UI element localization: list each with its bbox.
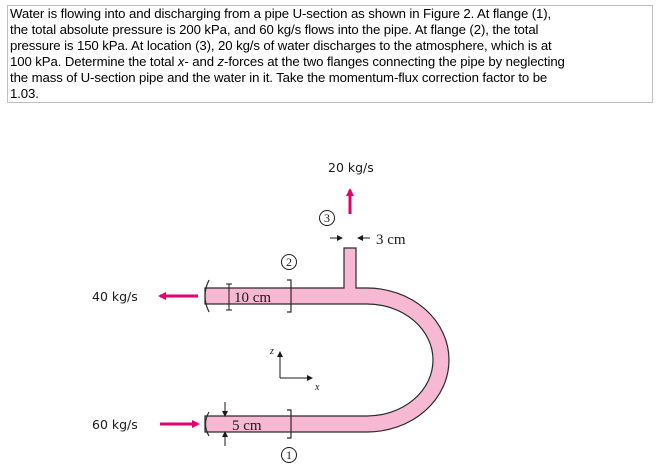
station-1-marker: 1 — [281, 447, 297, 463]
flange-2-upper — [287, 279, 292, 313]
problem-line-6: 1.03. — [10, 86, 39, 101]
problem-line-3: pressure is 150 kPa. At location (3), 20… — [10, 38, 552, 53]
flange-1-lower — [287, 409, 292, 439]
dim-10cm: 10 cm — [234, 290, 271, 306]
flow-top-label: 20 kg/s — [328, 160, 374, 175]
dim-5cm: 5 cm — [232, 418, 262, 434]
inlet-cap-upper — [204, 279, 210, 313]
coordinate-axes: z x — [269, 346, 320, 393]
dim-3cm: 3 cm — [376, 232, 406, 248]
flow-upper-label: 40 kg/s — [92, 289, 138, 304]
problem-statement: Water is flowing into and discharging fr… — [7, 5, 653, 103]
problem-line-4-end: -forces at the two flanges connecting th… — [224, 54, 565, 69]
u-pipe — [204, 247, 450, 433]
station-2-label: 2 — [286, 255, 292, 269]
problem-line-5: the mass of U-section pipe and the water… — [10, 70, 548, 85]
flow-lower-label: 60 kg/s — [92, 417, 138, 432]
and-text: - and — [184, 54, 218, 69]
axis-z-label: z — [269, 346, 274, 357]
var-z: z — [217, 54, 225, 69]
station-1-label: 1 — [286, 448, 292, 462]
station-2-marker: 2 — [281, 254, 297, 270]
station-3-marker: 3 — [319, 210, 335, 226]
problem-line-1: Water is flowing into and discharging fr… — [10, 6, 552, 21]
var-x: x — [177, 54, 185, 69]
station-3-label: 3 — [324, 211, 330, 225]
problem-line-2: the total absolute pressure is 200 kPa, … — [10, 22, 539, 37]
inlet-cap-lower — [204, 411, 210, 437]
problem-line-4-start: 100 kPa. Determine the total — [10, 54, 178, 69]
axis-x-label: x — [314, 382, 320, 393]
problem-line-4: 100 kPa. Determine the total x- and z-fo… — [10, 54, 650, 70]
